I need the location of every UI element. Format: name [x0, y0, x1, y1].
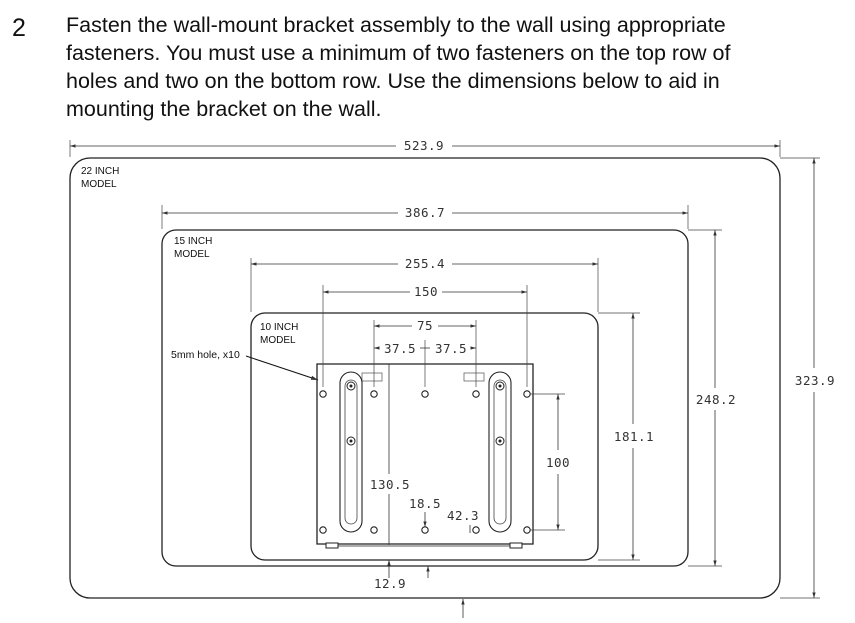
dim-height-10: 181.1 — [614, 429, 654, 444]
right-slot — [488, 371, 512, 533]
dim-lower-offset: 42.3 — [447, 508, 479, 523]
label-22-line1: 22 INCH — [81, 166, 119, 177]
instruction-line: fasteners. You must use a minimum of two… — [66, 41, 731, 65]
outline-22-inch — [69, 157, 781, 599]
dimension-labels: 523.9 386.7 255.4 150 75 37.5 37.5 323.9… — [370, 138, 835, 591]
label-22-line2: MODEL — [81, 179, 117, 190]
label-15-line2: MODEL — [174, 249, 210, 260]
mounting-hole — [523, 390, 531, 398]
instruction-line: Fasten the wall-mount bracket assembly t… — [66, 13, 726, 37]
label-15-inch: 15 INCH MODEL — [174, 236, 212, 260]
vertical-dimensions — [387, 158, 816, 618]
dim-height-22: 323.9 — [795, 373, 835, 388]
dim-height-15: 248.2 — [696, 392, 736, 407]
dim-center-offset: 18.5 — [409, 496, 441, 511]
mounting-hole — [523, 526, 531, 534]
hole-callout: 5mm hole, x10 — [171, 349, 240, 361]
dim-half-right: 37.5 — [435, 341, 467, 356]
dim-half-left: 37.5 — [384, 341, 416, 356]
dim-width-22: 523.9 — [404, 138, 444, 153]
mounting-hole — [319, 526, 327, 534]
label-22-inch: 22 INCH MODEL — [81, 166, 119, 190]
dim-inner-span: 75 — [417, 318, 433, 333]
mounting-hole — [370, 526, 378, 534]
label-15-line1: 15 INCH — [174, 236, 212, 247]
dim-bottom-gap: 12.9 — [374, 576, 406, 591]
mounting-hole — [319, 390, 327, 398]
outline-10-inch — [250, 312, 599, 561]
mounting-hole — [472, 526, 480, 534]
instruction-line: mounting the bracket on the wall. — [66, 97, 382, 121]
dim-width-15: 386.7 — [405, 205, 445, 220]
dim-width-10: 255.4 — [405, 256, 445, 271]
mounting-hole — [370, 390, 378, 398]
instruction-line: holes and two on the bottom row. Use the… — [66, 69, 720, 93]
dim-bottom-to-holes: 130.5 — [370, 477, 410, 492]
step-instructions: Fasten the wall-mount bracket assembly t… — [66, 11, 846, 123]
label-10-line2: MODEL — [260, 335, 296, 346]
label-10-inch: 10 INCH MODEL — [260, 322, 298, 346]
horizontal-dimensions — [70, 144, 780, 350]
mounting-hole — [421, 390, 429, 398]
left-slot — [339, 371, 363, 533]
mounting-hole — [421, 526, 429, 534]
dim-vertical-holes: 100 — [546, 455, 570, 470]
callout-leader — [245, 355, 319, 381]
bracket-plate — [316, 363, 534, 549]
dim-hole-span: 150 — [414, 284, 438, 299]
mounting-hole — [472, 390, 480, 398]
step-number: 2 — [12, 14, 26, 42]
label-10-line1: 10 INCH — [260, 322, 298, 333]
mounting-holes — [319, 390, 531, 534]
extension-lines — [69, 140, 820, 599]
outline-15-inch — [161, 229, 689, 567]
